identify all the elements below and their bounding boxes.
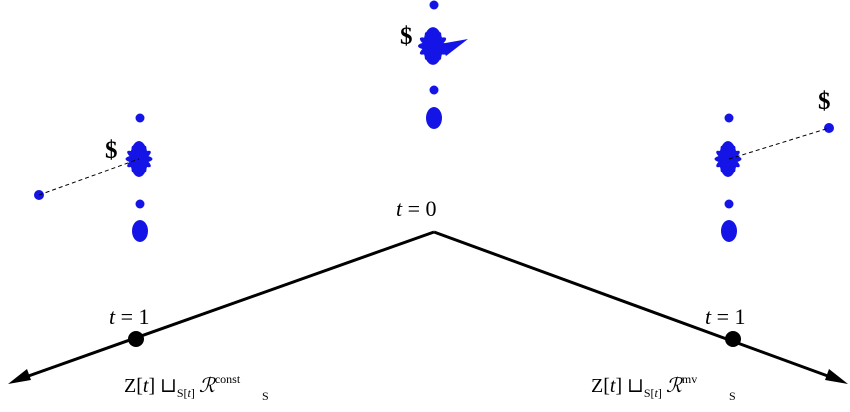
left-mid-point	[135, 199, 145, 209]
root-time-rest: = 0	[402, 196, 436, 221]
right-bottom-blob	[721, 220, 737, 242]
center-wedge-icon	[440, 39, 468, 56]
right-arrowhead-icon	[825, 369, 848, 384]
left-time-label: t = 1	[109, 304, 150, 329]
left-formula-subscript: S	[262, 389, 269, 403]
center-mid-point	[429, 85, 439, 95]
right-top-point	[724, 113, 734, 123]
left-dollar-symbol: $	[105, 137, 118, 164]
right-outlier-point	[824, 123, 834, 133]
left-top-point	[135, 113, 145, 123]
center-state-cluster	[418, 0, 468, 129]
right-burst-icon	[714, 141, 742, 177]
left-branch-formula: Z[t] ⊔S[t]ℛconst	[124, 372, 241, 400]
right-mid-point	[724, 199, 734, 209]
right-time-label: t = 1	[705, 304, 746, 329]
right-time-node	[725, 331, 741, 347]
left-state-cluster	[34, 113, 153, 242]
left-time-node	[128, 331, 144, 347]
root-label: t = 0	[396, 196, 437, 221]
right-dashed-link	[728, 127, 830, 160]
right-formula-subscript: S	[729, 389, 736, 403]
center-dollar-symbol: $	[400, 23, 413, 50]
tree-edges	[19, 230, 837, 381]
right-dollar-symbol: $	[818, 88, 831, 115]
right-state-cluster	[714, 113, 834, 242]
left-bottom-blob	[132, 220, 148, 242]
center-top-point	[429, 0, 439, 10]
center-bottom-blob	[426, 107, 442, 129]
right-branch-edge	[433, 230, 837, 381]
left-arrowhead-icon	[8, 369, 31, 384]
root-time-var: t	[396, 196, 403, 221]
right-branch-formula: Z[t] ⊔S[t]ℛmv	[591, 372, 697, 400]
left-branch-edge	[19, 230, 435, 381]
left-dashed-link	[38, 158, 140, 196]
